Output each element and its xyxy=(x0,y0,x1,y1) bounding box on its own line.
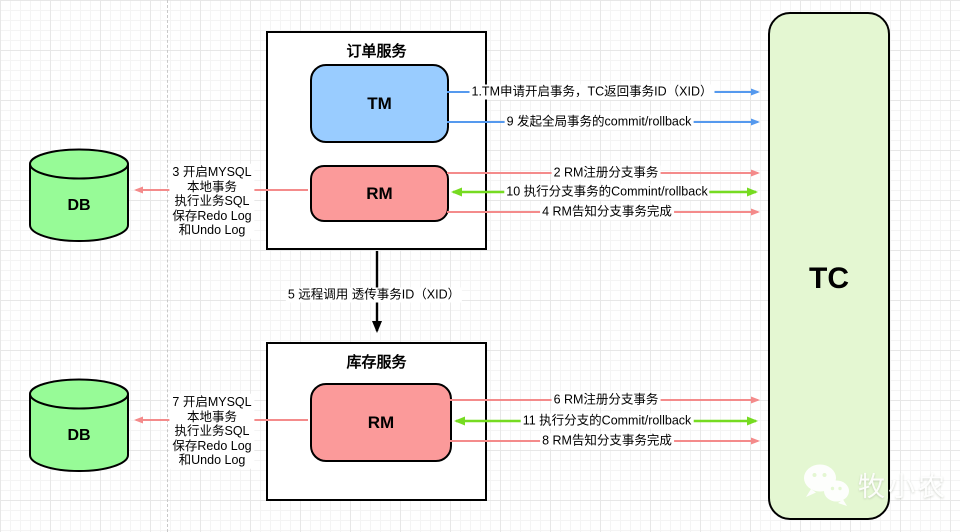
arrow-label-10: 10 执行分支事务的Commint/rollback xyxy=(504,184,710,200)
watermark-text: 牧小农 xyxy=(858,471,948,502)
arrow-label-11: 11 执行分支的Commit/rollback xyxy=(520,413,694,429)
arrow-label-6: 6 RM注册分支事务 xyxy=(551,392,661,408)
arrow-label-5: 5 远程调用 透传事务ID（XID） xyxy=(285,287,463,303)
tc-label: TC xyxy=(809,262,849,295)
tc-node: TC xyxy=(768,12,890,520)
database-cylinder-icon xyxy=(29,148,129,243)
arrow-label-7: 7 开启MYSQL 本地事务 执行业务SQL 保存Redo Log 和Undo … xyxy=(169,393,255,469)
db-bottom-label: DB xyxy=(67,427,91,444)
tm-node: TM xyxy=(310,64,449,143)
rm-label: RM xyxy=(366,183,393,203)
rm-node-inventory: RM xyxy=(310,383,452,462)
arrow-label-3: 3 开启MYSQL 本地事务 执行业务SQL 保存Redo Log 和Undo … xyxy=(169,163,255,239)
inventory-service-box: 库存服务 RM xyxy=(266,342,487,501)
db-top-node: DB xyxy=(28,147,130,243)
arrow-label-8: 8 RM告知分支事务完成 xyxy=(540,433,674,449)
rm-label: RM xyxy=(367,412,395,432)
tm-label: TM xyxy=(367,93,392,113)
rm-node-order: RM xyxy=(310,165,449,222)
database-cylinder-icon xyxy=(29,378,129,473)
arrow-label-9: 9 发起全局事务的commit/rollback xyxy=(504,114,694,130)
watermark: 牧小农 xyxy=(802,461,948,507)
page-boundary-line xyxy=(167,0,168,532)
arrow-label-1: 1.TM申请开启事务，TC返回事务ID（XID） xyxy=(469,84,715,100)
order-service-box: 订单服务 TM RM xyxy=(266,31,487,250)
db-top-label: DB xyxy=(67,197,91,214)
arrow-label-2: 2 RM注册分支事务 xyxy=(551,165,661,181)
inventory-service-title: 库存服务 xyxy=(346,354,407,371)
wechat-icon xyxy=(804,464,849,506)
arrow-label-4: 4 RM告知分支事务完成 xyxy=(540,204,674,220)
order-service-title: 订单服务 xyxy=(346,43,407,60)
db-bottom-node: DB xyxy=(28,377,130,473)
